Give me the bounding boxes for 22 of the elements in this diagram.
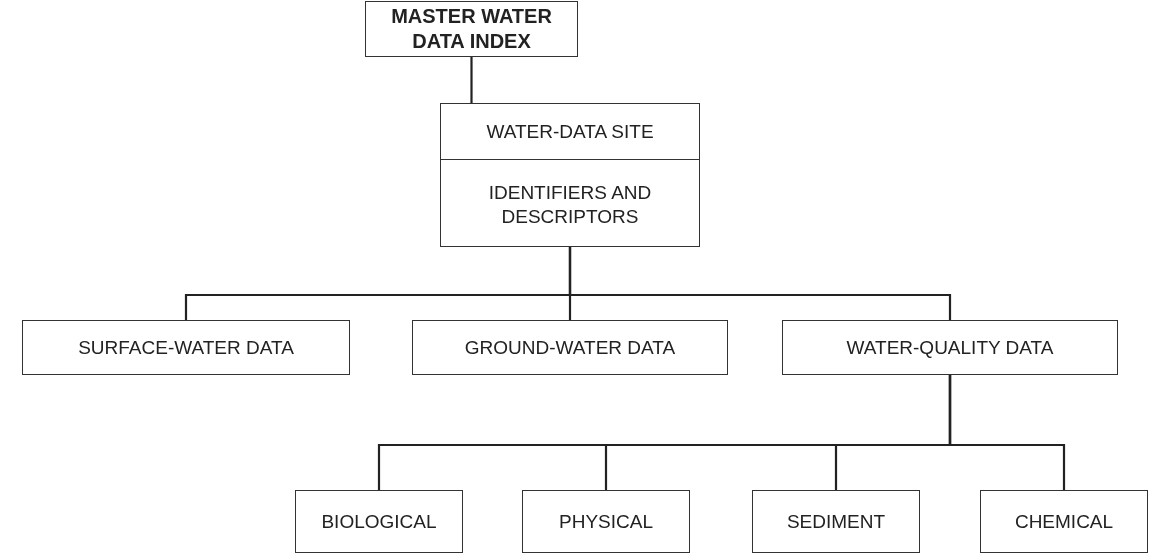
connector-line (568, 247, 952, 320)
process-box (412, 320, 728, 375)
process-box (365, 1, 578, 57)
connector-line (470, 57, 473, 103)
box-label: MASTER WATER DATA INDEX (390, 4, 553, 54)
process-box (752, 490, 920, 553)
box-label: CHEMICAL (1014, 509, 1114, 534)
box-heading: WATER-DATA SITE (486, 119, 654, 144)
box-label: BIOLOGICAL (321, 509, 437, 534)
box-label: SEDIMENT (786, 509, 886, 534)
box-label: PHYSICAL (559, 509, 653, 534)
process-box (22, 320, 350, 375)
process-box (440, 103, 700, 247)
process-box (782, 320, 1118, 375)
connector-line (948, 375, 1066, 490)
process-box (522, 490, 690, 553)
box-label: GROUND-WATER DATA (464, 335, 676, 360)
process-box (295, 490, 463, 553)
box-label: WATER-QUALITY DATA (846, 335, 1054, 360)
process-box (980, 490, 1148, 553)
box-label: IDENTIFIERS AND DESCRIPTORS (487, 180, 653, 229)
box-label: SURFACE-WATER DATA (78, 335, 294, 360)
